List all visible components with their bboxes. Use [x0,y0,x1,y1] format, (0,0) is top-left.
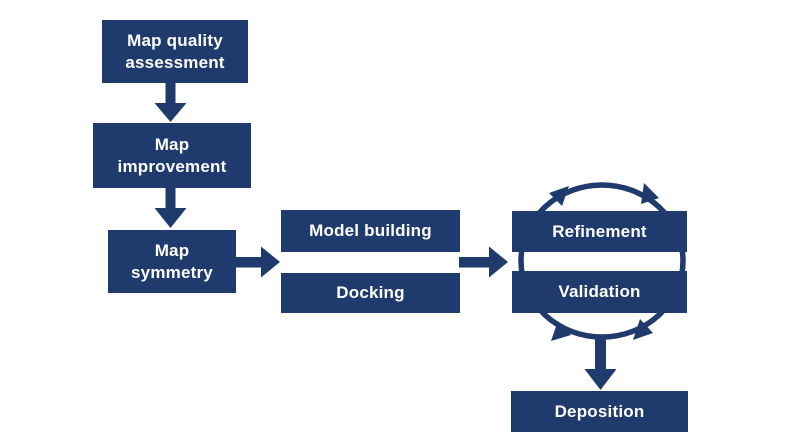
arrow-map-improvement-to-map-symmetry [154,187,187,228]
node-refinement: Refinement [512,211,687,252]
arrow-map-quality-to-map-improvement [154,82,187,122]
cycle-arrowhead-top-right-icon [641,183,659,204]
node-docking-label: Docking [336,283,405,303]
arrow-map-symmetry-to-model-building [236,246,280,278]
node-deposition: Deposition [511,391,688,432]
arrow-refinement-validation-to-deposition [584,335,617,390]
node-validation: Validation [512,271,687,313]
cycle-arrowhead-bottom-right-icon [633,319,653,340]
node-deposition-label: Deposition [554,401,645,421]
node-map-quality-assessment: Map quality assessment [102,20,248,83]
node-refinement-label: Refinement [552,221,647,241]
node-map-improvement-label: Map improvement [117,134,227,176]
node-model-building: Model building [281,210,460,252]
node-map-improvement: Map improvement [93,123,251,188]
cycle-arrowhead-top-left-icon [549,186,569,206]
node-map-symmetry-label: Map symmetry [131,240,213,282]
node-docking: Docking [281,273,460,313]
node-map-symmetry: Map symmetry [108,230,236,293]
arrow-model-building-to-refinement [459,246,508,278]
node-map-quality-assessment-label: Map quality assessment [125,30,225,72]
node-model-building-label: Model building [309,221,432,241]
iteration-cycle-circle [518,182,686,340]
node-validation-label: Validation [558,282,641,302]
cycle-arrowhead-bottom-left-icon [551,321,571,341]
